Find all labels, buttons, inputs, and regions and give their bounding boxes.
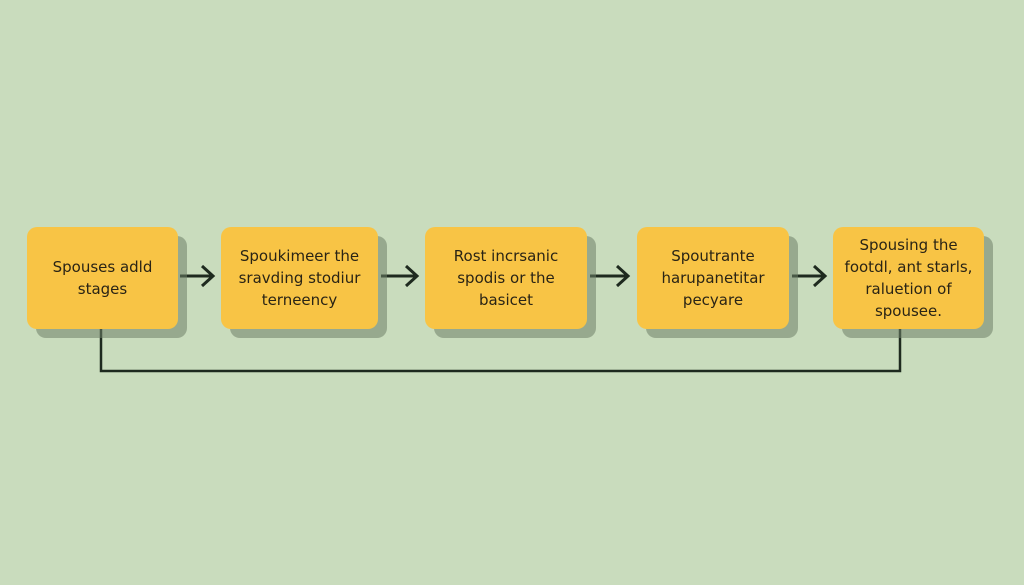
process-step-1: Spouses adld stages [27, 227, 178, 329]
process-step-1-label: Spouses adld stages [52, 258, 153, 298]
return-connector [99, 329, 902, 373]
process-step-4: Spoutrante harupanetitar pecyare [637, 227, 789, 329]
process-step-5: Spousing the footdl, ant starls, ralueti… [833, 227, 984, 329]
process-step-2: Spoukimeer the sravding stodiur terneenc… [221, 227, 378, 329]
process-step-5-label: Spousing the footdl, ant starls, ralueti… [844, 236, 973, 320]
arrow-n1-n2 [180, 264, 216, 288]
arrow-n2-n3 [381, 264, 420, 288]
process-step-3: Rost incrsanic spodis or the basicet [425, 227, 587, 329]
arrow-n4-n5 [792, 264, 828, 288]
process-step-4-label: Spoutrante harupanetitar pecyare [661, 247, 765, 309]
arrow-n3-n4 [590, 264, 631, 288]
process-step-3-label: Rost incrsanic spodis or the basicet [453, 247, 559, 309]
process-step-2-label: Spoukimeer the sravding stodiur terneenc… [238, 247, 361, 309]
